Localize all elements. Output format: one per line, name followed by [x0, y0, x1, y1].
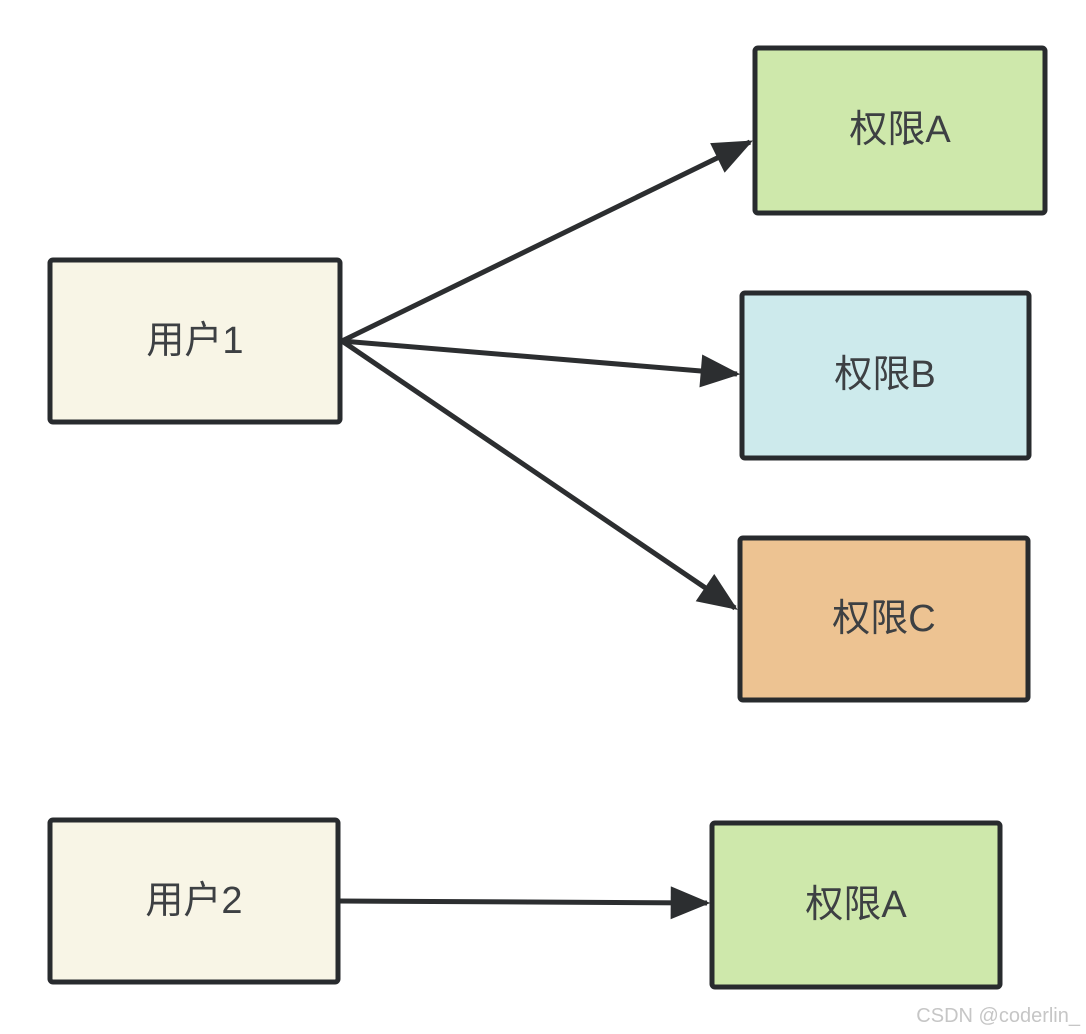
node-user2-label: 用户2 — [145, 880, 242, 922]
node-permission-c-label: 权限C — [832, 598, 935, 640]
arrow-user1-to-permC — [340, 338, 738, 611]
edges-group — [337, 139, 753, 920]
node-permission-c: 权限C — [737, 535, 1031, 703]
node-permission-a-bottom-label: 权限A — [805, 884, 907, 926]
node-permission-a-top-box — [752, 45, 1048, 216]
arrow-user1-to-permA — [340, 139, 753, 344]
node-user2: 用户2 — [47, 817, 341, 985]
node-permission-c-box — [737, 535, 1031, 703]
arrow-user1-to-permB — [341, 338, 741, 388]
node-permission-b: 权限B — [739, 290, 1032, 461]
node-user1-label: 用户1 — [146, 320, 243, 362]
node-permission-a-top-label: 权限A — [849, 109, 951, 151]
node-permission-b-label: 权限B — [834, 354, 935, 396]
watermark: CSDN @coderlin_ — [916, 1005, 1081, 1027]
node-permission-b-box — [739, 290, 1032, 461]
node-user1-box — [47, 257, 343, 425]
node-permission-a-bottom-box — [709, 820, 1003, 990]
node-permission-a-top: 权限A — [752, 45, 1048, 216]
node-user1: 用户1 — [47, 257, 343, 425]
node-user2-box — [47, 817, 341, 985]
arrow-user2-to-permA — [337, 886, 711, 920]
node-permission-a-bottom: 权限A — [709, 820, 1003, 990]
